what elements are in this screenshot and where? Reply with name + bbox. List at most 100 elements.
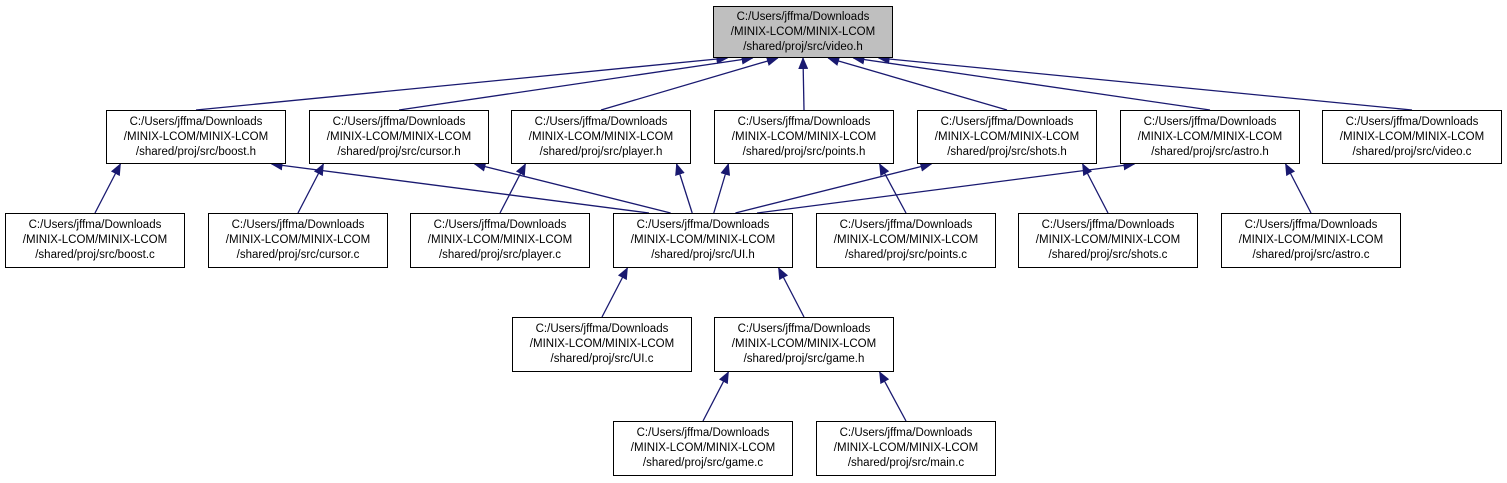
edge-shots_h-to-video_h <box>827 56 1008 111</box>
node-label-line: /shared/proj/src/cursor.h <box>337 145 461 158</box>
node-label-line: C:/Users/jffma/Downloads <box>839 427 973 439</box>
edge-ui_h-to-shots_h <box>735 161 933 214</box>
edge-video_c-to-video_h <box>877 54 1413 111</box>
edge-main_c-to-game_h <box>879 371 907 422</box>
node-label-line: /MINIX-LCOM/MINIX-LCOM <box>630 234 776 246</box>
node-astro-h[interactable]: C:/Users/jffma/Downloads /MINIX-LCOM/MIN… <box>1120 110 1300 164</box>
node-cursor-c[interactable]: C:/Users/jffma/Downloads /MINIX-LCOM/MIN… <box>208 213 388 268</box>
node-label-line: /shared/proj/src/game.h <box>743 353 865 365</box>
node-label-line: /MINIX-LCOM/MINIX-LCOM <box>731 130 877 143</box>
edge-ui_c-to-ui_h <box>601 267 628 318</box>
edge-ui_h-to-cursor_h <box>473 161 671 214</box>
edge-points_h-to-video_h <box>798 57 809 111</box>
node-cursor-h[interactable]: C:/Users/jffma/Downloads /MINIX-LCOM/MIN… <box>309 110 489 164</box>
node-ui-c[interactable]: C:/Users/jffma/Downloads /MINIX-LCOM/MIN… <box>512 317 692 372</box>
node-label-line: /shared/proj/src/video.h <box>743 40 863 53</box>
edge-ui_h-to-player_h <box>675 163 693 214</box>
node-points-h[interactable]: C:/Users/jffma/Downloads /MINIX-LCOM/MIN… <box>714 110 894 164</box>
node-label-line: /shared/proj/src/boost.c <box>35 249 155 261</box>
edge-game_c-to-game_h <box>702 371 729 422</box>
edge-ui_h-to-astro_h <box>756 160 1136 214</box>
node-video-c[interactable]: C:/Users/jffma/Downloads /MINIX-LCOM/MIN… <box>1322 110 1502 164</box>
node-label-line: /shared/proj/src/shots.h <box>947 145 1067 158</box>
node-label-line: /MINIX-LCOM/MINIX-LCOM <box>528 130 674 143</box>
node-label-line: C:/Users/jffma/Downloads <box>1345 115 1479 128</box>
node-label-line: C:/Users/jffma/Downloads <box>737 115 871 128</box>
node-label-line: /shared/proj/src/main.c <box>847 457 965 469</box>
node-label-line: /shared/proj/src/points.h <box>742 145 866 158</box>
node-label-line: /MINIX-LCOM/MINIX-LCOM <box>833 442 979 454</box>
node-shots-c[interactable]: C:/Users/jffma/Downloads /MINIX-LCOM/MIN… <box>1018 213 1198 268</box>
node-label-line: /shared/proj/src/UI.c <box>550 353 654 365</box>
node-label-line: /MINIX-LCOM/MINIX-LCOM <box>22 234 168 246</box>
edge-boost_c-to-boost_h <box>94 163 121 214</box>
node-video-h[interactable]: C:/Users/jffma/Downloads /MINIX-LCOM/MIN… <box>713 6 893 58</box>
edge-ui_h-to-boost_h <box>270 160 650 214</box>
node-label-line: C:/Users/jffma/Downloads <box>332 115 466 128</box>
node-shots-h[interactable]: C:/Users/jffma/Downloads /MINIX-LCOM/MIN… <box>917 110 1097 164</box>
node-label-line: /MINIX-LCOM/MINIX-LCOM <box>1137 130 1283 143</box>
node-label-line: C:/Users/jffma/Downloads <box>636 219 770 231</box>
node-label-line: /MINIX-LCOM/MINIX-LCOM <box>427 234 573 246</box>
node-label-line: C:/Users/jffma/Downloads <box>736 10 870 23</box>
node-points-c[interactable]: C:/Users/jffma/Downloads /MINIX-LCOM/MIN… <box>816 213 996 268</box>
edge-astro_h-to-video_h <box>852 54 1211 111</box>
edge-shots_c-to-shots_h <box>1082 163 1109 214</box>
node-player-h[interactable]: C:/Users/jffma/Downloads /MINIX-LCOM/MIN… <box>511 110 691 164</box>
node-label-line: C:/Users/jffma/Downloads <box>433 219 567 231</box>
node-label-line: /shared/proj/src/points.c <box>844 249 968 261</box>
edge-cursor_h-to-video_h <box>398 54 754 111</box>
node-label-line: /shared/proj/src/shots.c <box>1048 249 1168 261</box>
node-label-line: C:/Users/jffma/Downloads <box>231 219 365 231</box>
node-boost-c[interactable]: C:/Users/jffma/Downloads /MINIX-LCOM/MIN… <box>5 213 185 268</box>
node-label-line: C:/Users/jffma/Downloads <box>839 219 973 231</box>
edge-cursor_c-to-cursor_h <box>297 163 324 214</box>
node-label-line: /shared/proj/src/player.c <box>438 249 562 261</box>
node-player-c[interactable]: C:/Users/jffma/Downloads /MINIX-LCOM/MIN… <box>410 213 590 268</box>
node-label-line: /shared/proj/src/player.h <box>539 145 663 158</box>
node-label-line: /MINIX-LCOM/MINIX-LCOM <box>1035 234 1181 246</box>
node-label-line: /MINIX-LCOM/MINIX-LCOM <box>731 338 877 350</box>
node-game-h[interactable]: C:/Users/jffma/Downloads /MINIX-LCOM/MIN… <box>714 317 894 372</box>
node-label-line: /shared/proj/src/video.c <box>1352 145 1472 158</box>
node-label-line: /shared/proj/src/cursor.c <box>236 249 360 261</box>
node-label-line: /shared/proj/src/astro.h <box>1151 145 1269 158</box>
node-label-line: /MINIX-LCOM/MINIX-LCOM <box>730 25 876 38</box>
node-label-line: C:/Users/jffma/Downloads <box>1143 115 1277 128</box>
edge-game_h-to-ui_h <box>778 267 805 318</box>
node-label-line: /shared/proj/src/boost.h <box>135 145 257 158</box>
node-main-c[interactable]: C:/Users/jffma/Downloads /MINIX-LCOM/MIN… <box>816 421 996 476</box>
node-label-line: /MINIX-LCOM/MINIX-LCOM <box>1238 234 1384 246</box>
edge-player_h-to-video_h <box>600 56 779 111</box>
node-label-line: C:/Users/jffma/Downloads <box>534 115 668 128</box>
node-label-line: C:/Users/jffma/Downloads <box>1041 219 1175 231</box>
node-label-line: C:/Users/jffma/Downloads <box>28 219 162 231</box>
node-game-c[interactable]: C:/Users/jffma/Downloads /MINIX-LCOM/MIN… <box>613 421 793 476</box>
node-label-line: /MINIX-LCOM/MINIX-LCOM <box>326 130 472 143</box>
node-label-line: /shared/proj/src/game.c <box>642 457 764 469</box>
node-label-line: /MINIX-LCOM/MINIX-LCOM <box>123 130 269 143</box>
node-boost-h[interactable]: C:/Users/jffma/Downloads /MINIX-LCOM/MIN… <box>106 110 286 164</box>
node-label-line: /MINIX-LCOM/MINIX-LCOM <box>934 130 1080 143</box>
node-label-line: /MINIX-LCOM/MINIX-LCOM <box>1339 130 1485 143</box>
node-label-line: C:/Users/jffma/Downloads <box>940 115 1074 128</box>
node-label-line: /MINIX-LCOM/MINIX-LCOM <box>630 442 776 454</box>
node-label-line: /shared/proj/src/astro.c <box>1252 249 1370 261</box>
node-label-line: /MINIX-LCOM/MINIX-LCOM <box>833 234 979 246</box>
node-astro-c[interactable]: C:/Users/jffma/Downloads /MINIX-LCOM/MIN… <box>1221 213 1401 268</box>
node-label-line: /MINIX-LCOM/MINIX-LCOM <box>225 234 371 246</box>
edge-astro_c-to-astro_h <box>1285 163 1312 214</box>
node-label-line: C:/Users/jffma/Downloads <box>1244 219 1378 231</box>
node-label-line: C:/Users/jffma/Downloads <box>535 323 669 335</box>
edge-player_c-to-player_h <box>499 163 526 214</box>
node-ui-h[interactable]: C:/Users/jffma/Downloads /MINIX-LCOM/MIN… <box>613 213 793 268</box>
edge-ui_h-to-points_h <box>713 163 731 214</box>
edge-boost_h-to-video_h <box>195 54 729 111</box>
node-label-line: /MINIX-LCOM/MINIX-LCOM <box>529 338 675 350</box>
node-label-line: C:/Users/jffma/Downloads <box>129 115 263 128</box>
node-label-line: C:/Users/jffma/Downloads <box>737 323 871 335</box>
node-label-line: /shared/proj/src/UI.h <box>651 249 755 261</box>
edge-points_c-to-points_h <box>879 163 907 214</box>
